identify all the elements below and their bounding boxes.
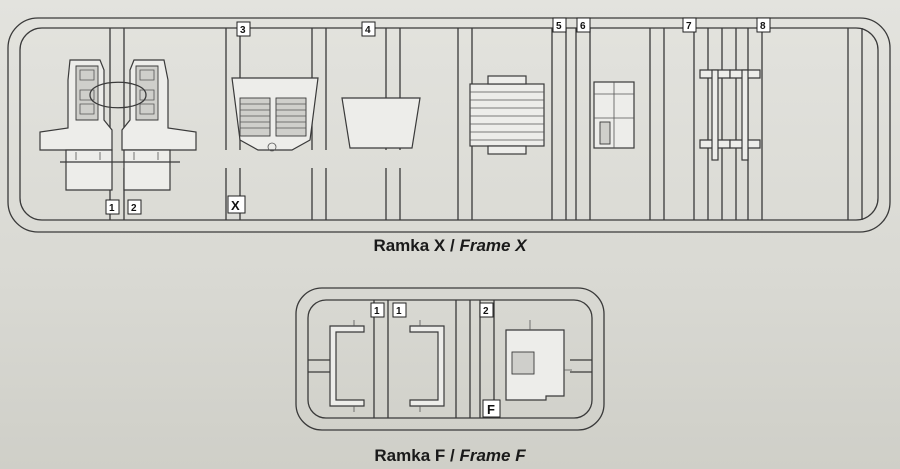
tag-x3-label: 3: [240, 25, 246, 36]
part-f1-left: [329, 320, 365, 412]
frame-x-letter: X: [231, 198, 240, 213]
tag-f1a-label: 1: [374, 306, 380, 317]
part-f2: [505, 320, 572, 401]
frame-f-caption-separator: /: [445, 446, 460, 465]
tag-x5-label: 5: [556, 21, 562, 32]
tag-f1a: [370, 302, 385, 318]
tag-x2: [127, 199, 142, 215]
frame-f-sprue: 1 1 2 F: [295, 287, 605, 431]
tag-f2: [479, 302, 494, 318]
frame-x-sprue: 1 2 3 4 5 6 7 8 X: [7, 17, 891, 233]
frame-f-caption-en: Frame F: [459, 446, 526, 465]
tag-f2-label: 2: [483, 306, 489, 317]
frame-f-caption: Ramka F / Frame F: [0, 446, 900, 466]
tag-f1b-label: 1: [396, 306, 402, 317]
part-x8: [729, 69, 761, 161]
part-x7: [699, 69, 731, 161]
tag-x4-label: 4: [365, 25, 371, 36]
tag-x2-label: 2: [131, 203, 137, 214]
part-x5: [469, 75, 545, 155]
frame-f-letter: F: [487, 402, 495, 417]
frame-x-caption: Ramka X / Frame X: [0, 236, 900, 256]
tag-x3: [236, 21, 251, 37]
frame-x-caption-pl: Ramka X: [373, 236, 446, 255]
part-x3: [231, 77, 319, 152]
tag-x1: [105, 199, 120, 215]
tag-f1b: [392, 302, 407, 318]
tag-x6: [576, 17, 591, 33]
tag-x6-label: 6: [580, 21, 586, 32]
part-x6: [593, 81, 635, 149]
part-x1: [39, 59, 113, 191]
frame-x-caption-separator: /: [445, 236, 460, 255]
tag-x8: [756, 17, 771, 33]
part-x2: [121, 59, 197, 191]
frame-f-letter-box: [482, 399, 501, 418]
part-f1-right: [409, 320, 445, 412]
frame-x-caption-en: Frame X: [459, 236, 527, 255]
frame-x-letter-box: [227, 195, 246, 214]
tag-x4: [361, 21, 376, 37]
tag-x7: [682, 17, 697, 33]
tag-x5: [552, 17, 567, 33]
frame-f-caption-pl: Ramka F: [374, 446, 446, 465]
tag-x1-label: 1: [109, 203, 115, 214]
part-x4: [341, 97, 421, 149]
tag-x7-label: 7: [686, 21, 692, 32]
tag-x8-label: 8: [760, 21, 766, 32]
